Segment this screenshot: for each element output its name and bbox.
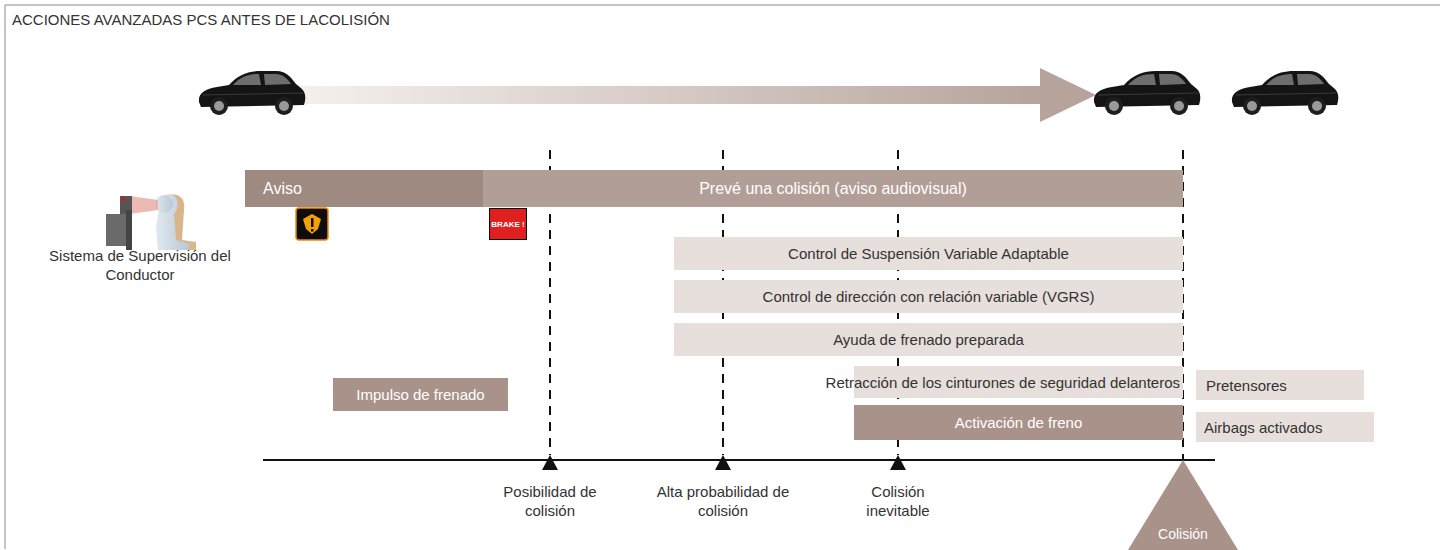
- car-image: [199, 71, 305, 115]
- band-text: Control de Suspensión Variable Adaptable: [788, 245, 1069, 262]
- warning-band: Aviso: [245, 170, 483, 207]
- car-image: [1094, 71, 1200, 115]
- arrow-head: [1040, 68, 1096, 122]
- action-band: Airbags activados: [1196, 412, 1374, 442]
- brake-icon: BRAKE !: [489, 208, 527, 240]
- band-text: Colisión: [1158, 526, 1208, 542]
- band-text: Prevé una colisión (aviso audiovisual): [699, 180, 967, 198]
- band-text: Ayuda de frenado preparada: [833, 331, 1024, 348]
- axis-markers: [542, 455, 906, 470]
- system-label: Sistema de Supervisión del Conductor: [45, 246, 235, 284]
- band-text: Control de dirección con relación variab…: [763, 288, 1095, 305]
- axis-label: Posibilidad de colisión: [490, 482, 610, 520]
- progress-arrow: [290, 86, 1042, 104]
- action-band: Control de dirección con relación variab…: [674, 280, 1183, 313]
- band-text: Aviso: [263, 180, 302, 198]
- warning-band: Prevé una colisión (aviso audiovisual): [483, 170, 1183, 207]
- action-band: Pretensores: [1196, 370, 1364, 400]
- axis-label: Colisión inevitable: [838, 482, 958, 520]
- band-text: Activación de freno: [955, 414, 1083, 431]
- diagram-title: ACCIONES AVANZADAS PCS ANTES DE LACOLISI…: [12, 10, 390, 29]
- action-band: Ayuda de frenado preparada: [674, 323, 1183, 356]
- collision-triangle: Colisión: [1128, 460, 1238, 550]
- band-text: Retracción de los cinturones de segurida…: [826, 374, 1180, 391]
- car-image: [1232, 71, 1338, 115]
- action-band: Activación de freno: [854, 405, 1183, 440]
- action-band: Control de Suspensión Variable Adaptable: [674, 237, 1183, 270]
- band-text: Pretensores: [1206, 377, 1287, 394]
- band-text: BRAKE !: [491, 220, 524, 229]
- band-text: Airbags activados: [1204, 419, 1322, 436]
- action-band: Retracción de los cinturones de segurida…: [768, 366, 1183, 398]
- frame: [5, 5, 1440, 549]
- driver-monitor-icon: [106, 194, 196, 250]
- action-band: Impulso de frenado: [333, 378, 508, 411]
- warning-icon: [296, 208, 328, 240]
- band-text: Impulso de frenado: [356, 386, 484, 403]
- axis-label: Alta probabilidad de colisión: [648, 482, 798, 520]
- time-axis: [263, 459, 1215, 461]
